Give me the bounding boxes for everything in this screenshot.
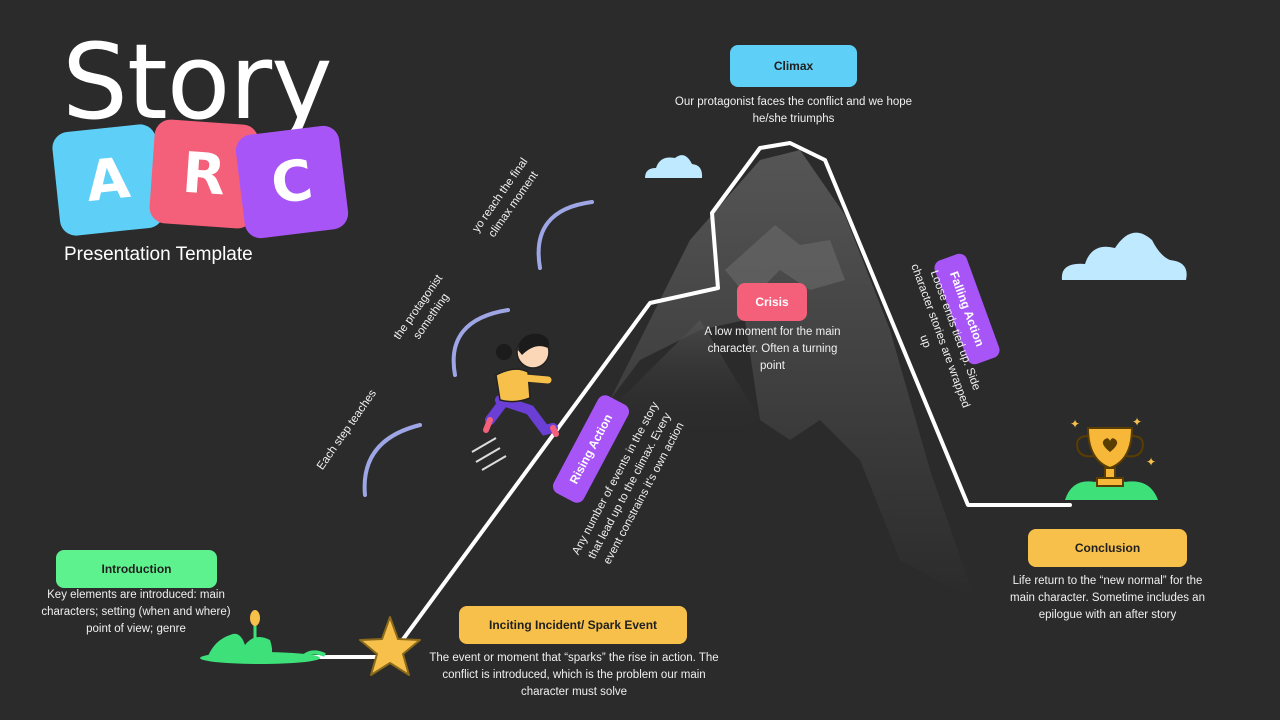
story-path-line	[298, 141, 1072, 659]
crisis-label: Crisis	[737, 283, 807, 321]
conclusion-text: Life return to the “new normal” for the …	[1010, 575, 1205, 621]
arc-line-3	[536, 200, 594, 270]
subtitle: Presentation Template	[64, 244, 253, 265]
svg-text:✦: ✦	[1132, 415, 1142, 429]
conclusion-label: Conclusion	[1028, 529, 1187, 567]
inciting-label: Inciting Incident/ Spark Event	[459, 606, 687, 644]
mountain-snow	[725, 225, 845, 300]
arc-line-1	[362, 423, 422, 497]
cloud-icon	[645, 155, 703, 178]
mountain-glow	[600, 320, 760, 440]
climax-text: Our protagonist faces the conflict and w…	[674, 96, 913, 125]
climax-label: Climax	[730, 45, 857, 87]
arc-line-2	[451, 308, 510, 377]
trophy-icon: ✦ ✦ ✦	[1065, 415, 1158, 500]
star-icon	[359, 616, 421, 676]
svg-text:✦: ✦	[1146, 455, 1156, 469]
cloud-icon	[1061, 232, 1187, 280]
mountain-shape	[610, 150, 975, 600]
title-word: Story	[62, 21, 333, 143]
plant-icon	[200, 610, 326, 664]
introduction-text: Key elements are introduced: main charac…	[41, 589, 231, 635]
title-letter-a: A	[50, 122, 166, 238]
svg-text:✦: ✦	[1070, 417, 1080, 431]
running-girl-icon	[471, 333, 559, 471]
introduction-label: Introduction	[56, 550, 217, 588]
crisis-text: A low moment for the main character. Oft…	[704, 326, 841, 372]
title-letter-c: C	[234, 124, 350, 240]
inciting-text: The event or moment that “sparks” the ri…	[429, 652, 719, 698]
